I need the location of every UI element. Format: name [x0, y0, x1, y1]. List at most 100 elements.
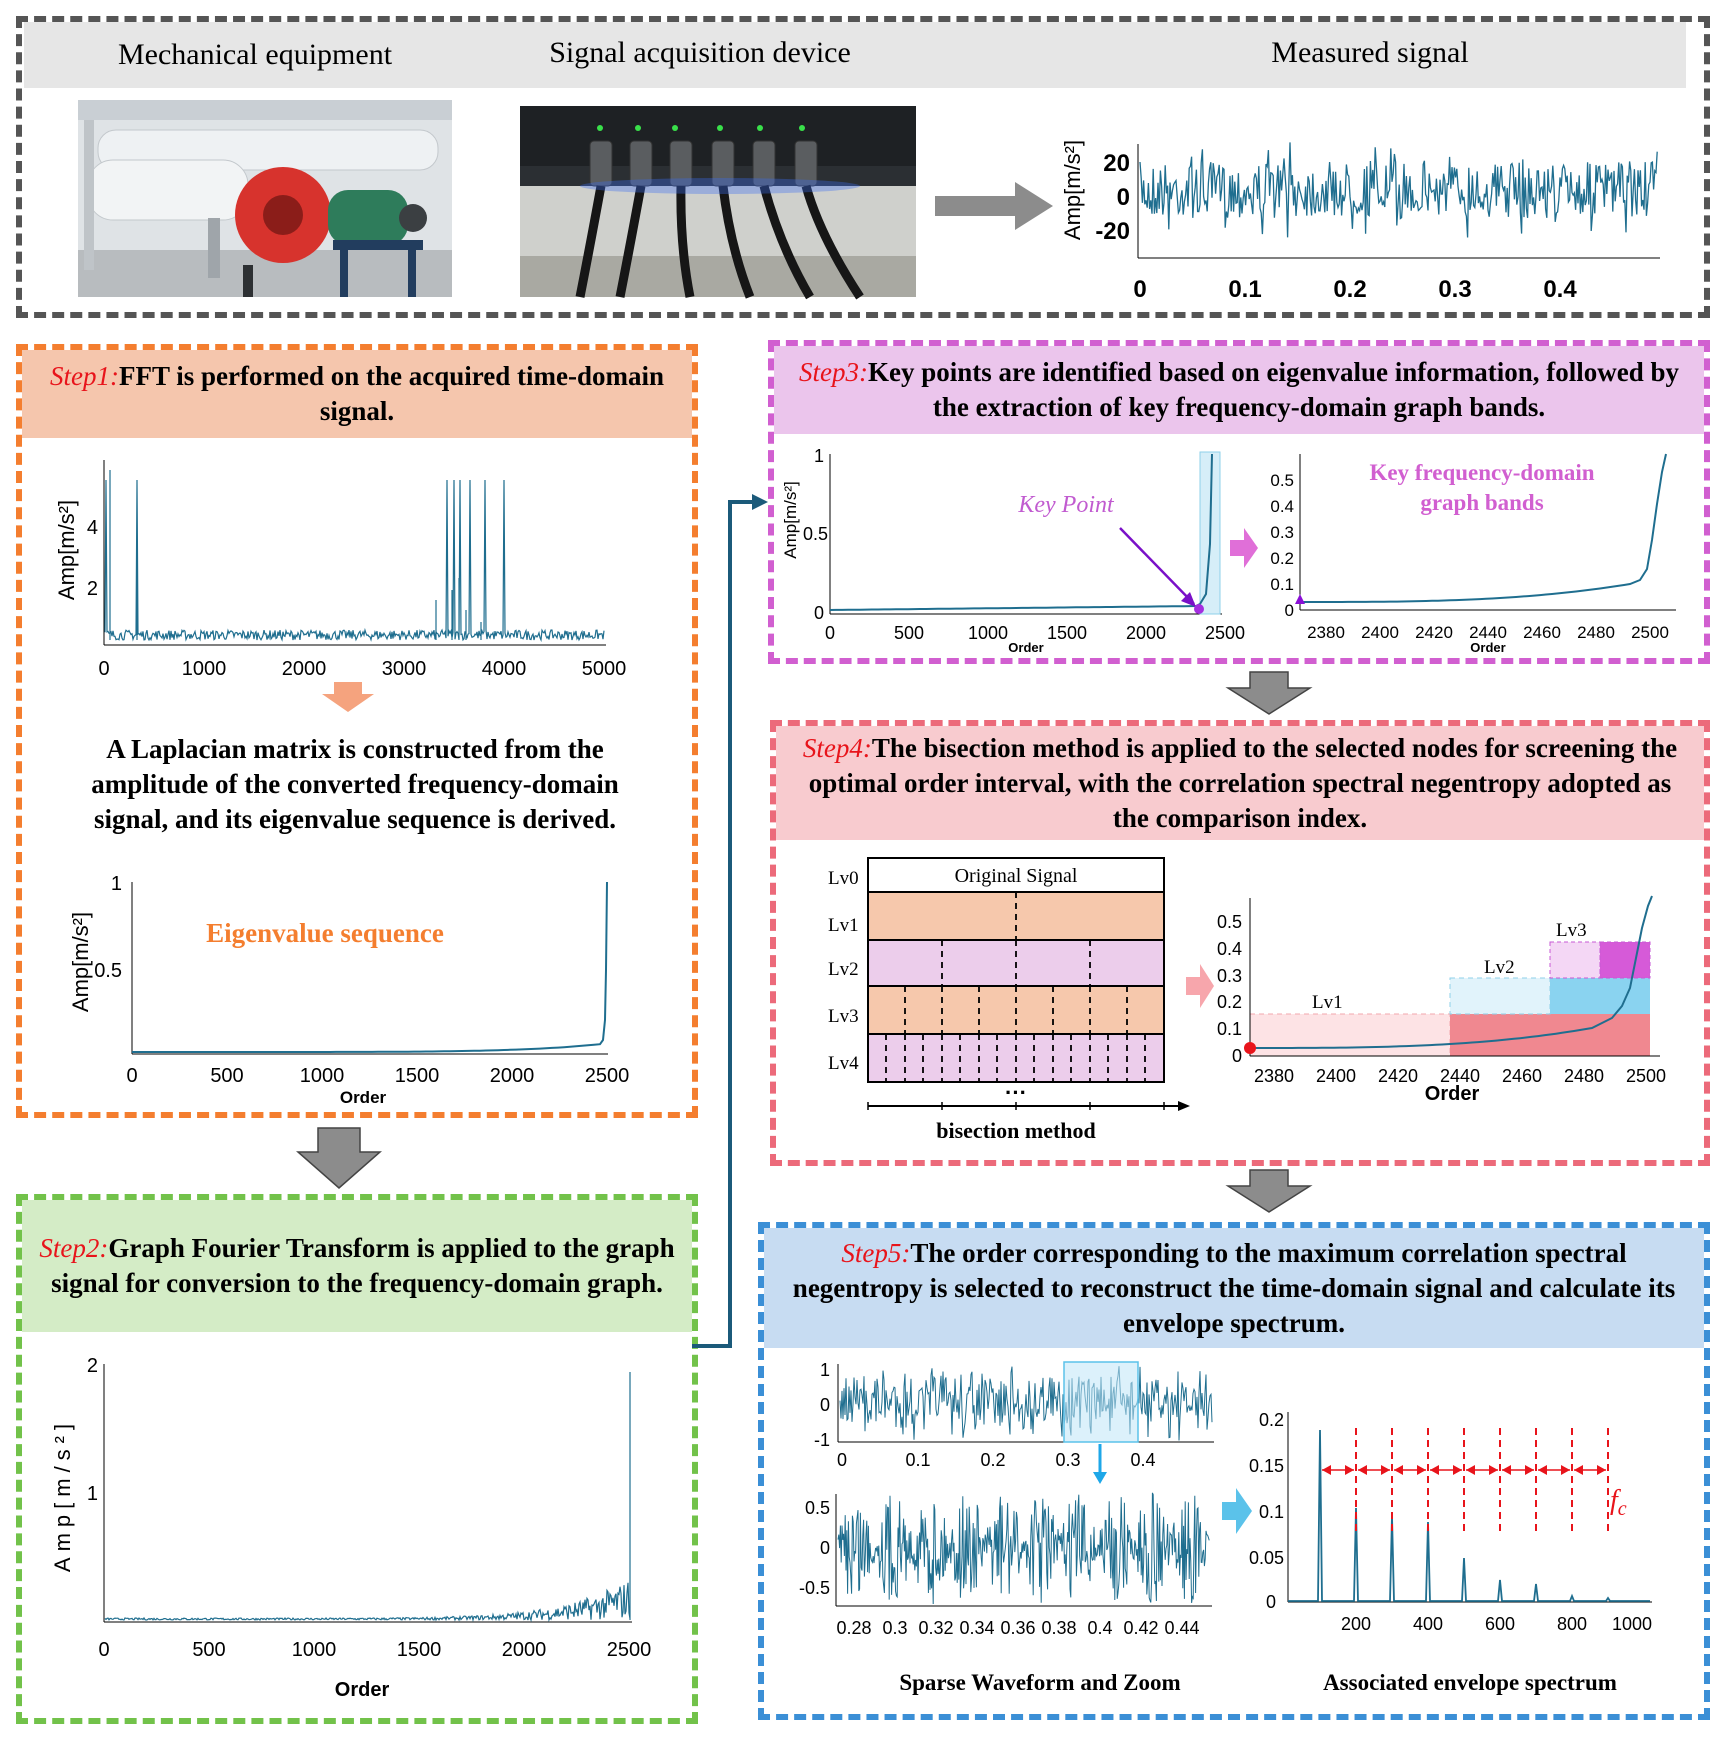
s3r-xtick-2500: 2500: [1631, 623, 1669, 642]
s3l-ylabel: Amp[m/s²]: [781, 481, 800, 558]
signal-ytick-20: 20: [1103, 150, 1130, 177]
wave-xtick-03: 0.3: [1055, 1450, 1080, 1470]
env-ytick-02: 0.2: [1259, 1410, 1284, 1430]
level-lv2: Lv2: [828, 959, 859, 980]
s4-ytick-01: 0.1: [1217, 1019, 1242, 1039]
pink-arrow: [1186, 964, 1214, 1008]
mechanical-equipment-photo: [78, 100, 452, 297]
eig-xtick-1000: 1000: [300, 1065, 345, 1087]
level-lv1: Lv1: [828, 915, 859, 936]
step4-interval-chart: 0.5 0.4 0.3 0.2 0.1 0 Lv1 Lv2 Lv3 2380 2…: [1217, 895, 1666, 1105]
signal-xtick-01: 0.1: [1228, 276, 1261, 303]
top-panel: [16, 16, 1710, 318]
env-ytick-01: 0.1: [1259, 1502, 1284, 1522]
interval-lv2: Lv2: [1484, 957, 1515, 978]
s3r-xtick-2480: 2480: [1577, 623, 1615, 642]
kfdgb-label-line1: Key frequency-domain: [1369, 460, 1594, 485]
step3-text: Key points are identified based on eigen…: [867, 357, 1679, 422]
caption-sparse-waveform: Sparse Waveform and Zoom: [899, 1670, 1181, 1695]
zoom-xtick-04: 0.4: [1087, 1618, 1112, 1638]
level-lv0: Lv0: [828, 868, 859, 889]
env-ytick-0: 0: [1266, 1592, 1276, 1612]
fc-interval-arrow: [1466, 1465, 1498, 1475]
fft-xtick-3000: 3000: [382, 658, 427, 680]
fft-xtick-1000: 1000: [182, 658, 227, 680]
step4-tag: Step4:: [802, 732, 872, 763]
eig-ytick-05: 0.5: [94, 960, 122, 982]
step3-panel: [768, 340, 1710, 664]
step3-right-chart: 0.5 0.4 0.3 0.2 0.1 0 Key frequency-doma…: [1270, 453, 1676, 655]
step3-header: Step3:Key points are identified based on…: [774, 346, 1704, 434]
zoom-xtick-042: 0.42: [1123, 1618, 1158, 1638]
signal-ytick-0: 0: [1117, 184, 1130, 211]
env-xtick-400: 400: [1413, 1614, 1443, 1634]
s3l-xtick-2500: 2500: [1205, 623, 1245, 643]
wave-xtick-04: 0.4: [1130, 1450, 1155, 1470]
fc-interval-arrow: [1574, 1465, 1606, 1475]
wave-xtick-01: 0.1: [905, 1450, 930, 1470]
signal-xtick-03: 0.3: [1438, 276, 1471, 303]
fc-interval-arrow: [1538, 1465, 1570, 1475]
step2-panel: [16, 1194, 698, 1724]
bisection-caption: bisection method: [936, 1118, 1096, 1143]
zoom-xtick-032: 0.32: [918, 1618, 953, 1638]
s3l-xtick-0: 0: [825, 623, 835, 643]
label-measured-signal: Measured signal: [1271, 36, 1469, 69]
fc-symbol: f: [1610, 1485, 1621, 1516]
s3l-ytick-0: 0: [814, 603, 824, 623]
eig-xtick-1500: 1500: [395, 1065, 440, 1087]
s4-xtick-2420: 2420: [1378, 1066, 1418, 1086]
wave-ytick-0: 0: [820, 1395, 830, 1415]
bisection-ellipsis: ···: [1005, 1080, 1027, 1105]
gft-xtick-2000: 2000: [502, 1639, 547, 1661]
signal-ytick-neg20: -20: [1095, 218, 1130, 245]
orange-down-arrow: [322, 682, 374, 712]
eig-ylabel: Amp[m/s²]: [68, 912, 93, 1012]
key-point-label: Key Point: [1017, 492, 1115, 518]
step3-tag: Step3:: [798, 357, 868, 387]
measured-signal-chart: Amp[m/s²] 20 0 -20 0 0.1 0.2 0.3 0.4: [1060, 140, 1660, 303]
level-lv3: Lv3: [828, 1006, 859, 1027]
s3r-xlabel: Order: [1470, 640, 1505, 655]
s4-xtick-2460: 2460: [1502, 1066, 1542, 1086]
step4-header: Step4:The bisection method is applied to…: [776, 726, 1704, 840]
eigenvalue-chart: Amp[m/s²] 1 0.5 Eigenvalue sequence 0 50…: [68, 873, 630, 1107]
fft-xtick-0: 0: [98, 658, 109, 680]
step1-panel: [16, 344, 698, 1118]
s3r-ytick-01: 0.1: [1270, 575, 1294, 594]
env-xtick-200: 200: [1341, 1614, 1371, 1634]
s3r-ytick-05: 0.5: [1270, 471, 1294, 490]
gft-ytick-2: 2: [87, 1355, 98, 1377]
s3l-xtick-1500: 1500: [1047, 623, 1087, 643]
gft-xlabel: Order: [335, 1679, 390, 1701]
wave-ytick-neg1: -1: [814, 1430, 830, 1450]
gft-xtick-2500: 2500: [607, 1639, 652, 1661]
gft-ylabel: Amp[m/s²]: [50, 1418, 75, 1572]
zoom-ytick-neg05: -0.5: [799, 1578, 830, 1598]
signal-ylabel: Amp[m/s²]: [1060, 140, 1085, 240]
zoomed-waveform-chart: 0.5 0 -0.5 0.28 0.3 0.32 0.34 0.36 0.38 …: [799, 1492, 1212, 1638]
magenta-arrow-1: [1230, 528, 1258, 568]
s3r-xtick-2400: 2400: [1361, 623, 1399, 642]
eig-xtick-500: 500: [210, 1065, 243, 1087]
fc-label: fc: [1610, 1485, 1627, 1520]
s3l-xtick-500: 500: [894, 623, 924, 643]
fft-xtick-4000: 4000: [482, 658, 527, 680]
eig-xtick-2000: 2000: [490, 1065, 535, 1087]
eig-xtick-2500: 2500: [585, 1065, 630, 1087]
step4-panel: [770, 720, 1710, 1166]
zoom-ytick-0: 0: [820, 1538, 830, 1558]
s3l-ytick-05: 0.5: [803, 524, 828, 544]
fft-xtick-2000: 2000: [282, 658, 327, 680]
level-lv4: Lv4: [828, 1053, 859, 1074]
env-xtick-800: 800: [1557, 1614, 1587, 1634]
env-xtick-600: 600: [1485, 1614, 1515, 1634]
s4-ytick-03: 0.3: [1217, 966, 1242, 986]
wave-xtick-02: 0.2: [980, 1450, 1005, 1470]
gft-chart: Amp[m/s²] 2 1 0 500 1000 1500 2000 2500 …: [50, 1355, 652, 1701]
gft-xtick-1500: 1500: [397, 1639, 442, 1661]
s4-ytick-02: 0.2: [1217, 992, 1242, 1012]
s3r-ytick-0: 0: [1285, 601, 1294, 620]
zoom-xtick-044: 0.44: [1164, 1618, 1199, 1638]
s3l-xtick-2000: 2000: [1126, 623, 1166, 643]
